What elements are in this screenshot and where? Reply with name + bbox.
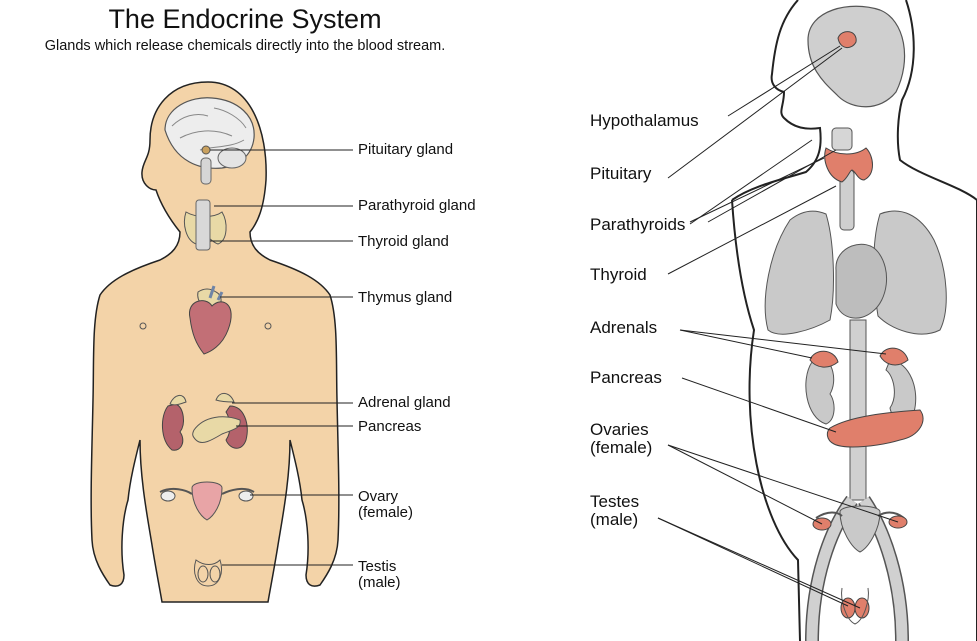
label-pancreas-right: Pancreas [590,369,662,387]
left-pituitary [202,146,210,154]
label-hypothalamus: Hypothalamus [590,112,699,130]
right-adrenal-right [880,348,908,365]
right-head-outline [732,0,821,200]
left-ovary-left [161,491,175,501]
right-head-back [898,0,977,200]
label-parathyroid-gland: Parathyroid gland [358,198,476,213]
label-parathyroids: Parathyroids [590,216,685,234]
left-cerebellum [218,148,246,168]
label-testes: Testes [590,493,639,511]
right-testis-right [855,598,869,618]
right-lung-left [765,211,833,334]
label-ovaries-female: (female) [590,439,652,457]
label-thyroid: Thyroid [590,266,647,284]
label-pituitary: Pituitary [590,165,651,183]
right-uterus [840,506,880,552]
right-larynx [832,128,852,150]
label-ovary-female: (female) [358,505,413,520]
label-testes-male: (male) [590,511,638,529]
label-adrenal-gland: Adrenal gland [358,395,451,410]
label-testis: Testis [358,559,396,574]
right-pancreas [827,410,923,447]
left-body-figure [91,82,339,602]
label-pancreas: Pancreas [358,419,421,434]
right-hypothalamus [838,32,856,48]
label-thyroid-gland: Thyroid gland [358,234,449,249]
label-thymus-gland: Thymus gland [358,290,452,305]
left-brainstem [201,158,211,184]
right-body-figure [732,0,977,641]
label-ovary: Ovary [358,489,398,504]
right-kidney-left [806,358,834,424]
right-aorta [850,320,866,500]
label-ovaries: Ovaries [590,421,649,439]
left-ovary-right [239,491,253,501]
label-adrenals: Adrenals [590,319,657,337]
label-testis-male: (male) [358,575,401,590]
left-trachea [196,200,210,250]
label-pituitary-gland: Pituitary gland [358,142,453,157]
